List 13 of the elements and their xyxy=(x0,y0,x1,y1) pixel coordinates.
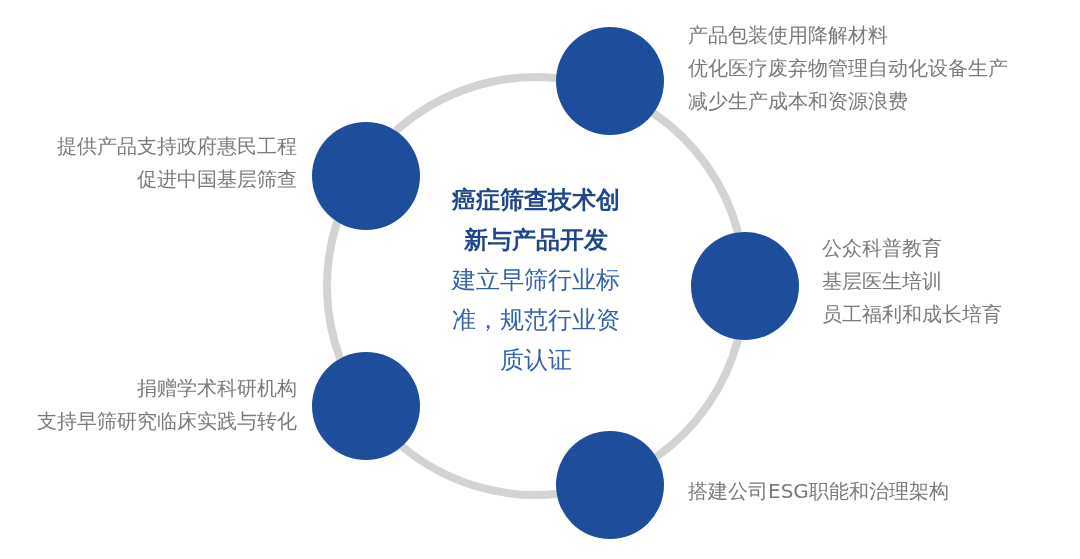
caption-line: 减少生产成本和资源浪费 xyxy=(688,88,908,115)
center-heading: 癌症筛查技术创新与产品开发 xyxy=(450,185,621,256)
caption-line: 提供产品支持政府惠民工程 xyxy=(57,133,297,160)
caption-line: 搭建公司ESG职能和治理架构 xyxy=(688,478,949,505)
caption-line: 产品包装使用降解材料 xyxy=(688,22,888,49)
caption-line: 优化医疗废弃物管理自动化设备生产 xyxy=(688,55,1008,82)
center-text: 建立早筛行业标准，规范行业资质认证 xyxy=(451,265,621,376)
caption-line: 员工福利和成长培育 xyxy=(822,301,1002,328)
caption-line: 基层医生培训 xyxy=(822,268,942,295)
caption-line: 促进中国基层筛查 xyxy=(137,166,297,193)
caption-line: 捐赠学术科研机构 xyxy=(137,375,297,402)
caption-line: 支持早筛研究临床实践与转化 xyxy=(37,408,297,435)
caption-line: 公众科普教育 xyxy=(822,235,942,262)
